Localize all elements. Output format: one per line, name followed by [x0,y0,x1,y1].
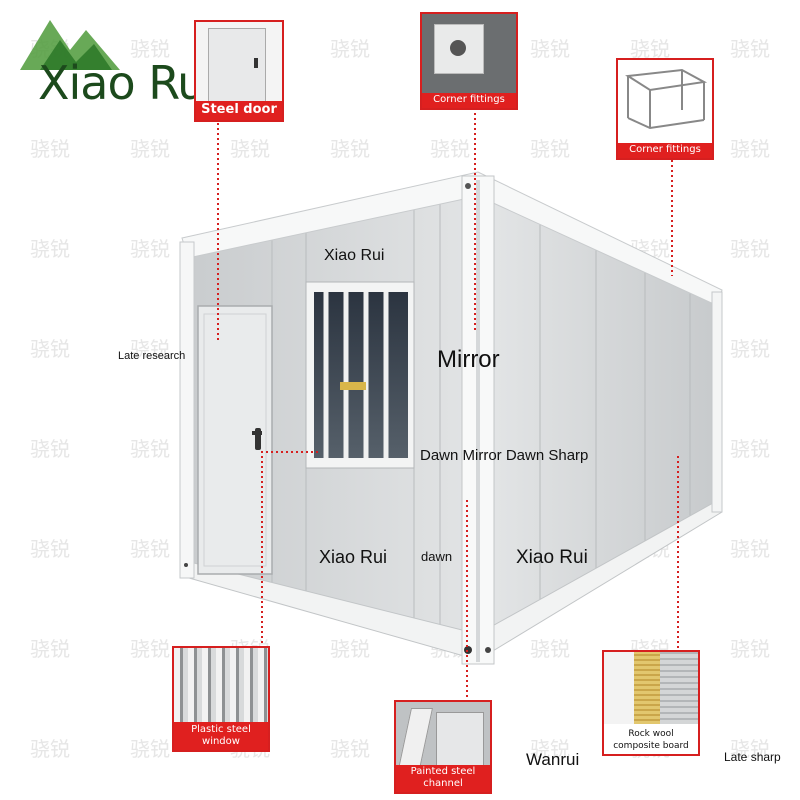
watermark-glyph: 骁锐 [530,37,570,61]
watermark-glyph: 骁锐 [30,537,70,561]
watermark-glyph: 骁锐 [730,737,770,761]
label-wanrui: Wanrui [526,750,580,769]
watermark-glyph: 骁锐 [130,237,170,261]
watermark-glyph: 骁锐 [430,137,470,161]
watermark-glyph: 骁锐 [730,537,770,561]
watermark-glyph: 骁锐 [730,437,770,461]
watermark-glyph: 骁锐 [30,637,70,661]
watermark-glyph: 骁锐 [730,237,770,261]
watermark-glyph: 骁锐 [630,37,670,61]
watermark-glyph: 骁锐 [730,137,770,161]
window-bars [323,292,389,458]
callout-corner-fittings-top: Corner fittings [420,12,518,110]
watermark-glyph: 骁锐 [530,737,570,761]
watermark-glyph: 骁锐 [130,37,170,61]
watermark-glyph: 骁锐 [30,737,70,761]
brand-logo-text: Xiao Rui [38,56,218,110]
brand-logo [12,12,192,112]
mountain-logo-icon [20,20,120,70]
callout-painted-steel-channel-label: Painted steel channel [396,765,490,792]
watermark-glyph: 骁锐 [330,637,370,661]
watermark-glyph: 骁锐 [30,237,70,261]
callout-plastic-steel-window: Plastic steel window [172,646,270,752]
watermark-glyph: 骁锐 [130,537,170,561]
watermark-glyph: 骁锐 [530,637,570,661]
frame-skeleton-icon [625,68,708,130]
callout-plastic-steel-window-label: Plastic steel window [174,722,268,750]
callout-corner-fittings-right: Corner fittings [616,58,714,160]
watermark-glyph: 骁锐 [130,437,170,461]
callout-painted-steel-channel: Painted steel channel [394,700,492,794]
watermark-glyph: 骁锐 [730,337,770,361]
watermark-glyph: 骁锐 [130,137,170,161]
watermark-glyph: 骁锐 [330,137,370,161]
label-dawn-mirror-dawn-sharp: Dawn Mirror Dawn Sharp [420,447,589,464]
watermark-glyph: 骁锐 [330,737,370,761]
watermark-glyph: 骁锐 [30,337,70,361]
callout-rock-wool-board: Rock wool composite board [602,650,700,756]
watermark-glyph: 骁锐 [130,737,170,761]
watermark-glyph: 骁锐 [130,637,170,661]
watermark-glyph: 骁锐 [30,437,70,461]
corner-post-left [179,241,195,579]
callout-corner-fittings-right-label: Corner fittings [618,143,712,158]
corner-post-right [711,291,723,513]
label-xiao-rui-left: Xiao Rui [319,547,388,567]
label-late-research: Late research [118,350,186,362]
watermark-glyph: 骁锐 [730,637,770,661]
watermark-glyph: 骁锐 [130,337,170,361]
leader-lines [217,108,679,700]
watermark-glyph: 骁锐 [730,37,770,61]
label-mirror: Mirror [437,346,500,373]
callout-rock-wool-board-label: Rock wool composite board [604,728,698,754]
label-xiao-rui-top: Xiao Rui [324,247,385,264]
watermark-glyph: 骁锐 [530,137,570,161]
callout-corner-fittings-top-label: Corner fittings [422,93,516,108]
label-dawn: dawn [421,549,453,564]
watermark-glyph: 骁锐 [230,137,270,161]
callout-steel-door: Steel door [194,20,284,122]
callout-steel-door-label: Steel door [196,101,282,120]
side-wall [478,188,718,648]
label-late-sharp: Late sharp [724,750,781,764]
label-xiao-rui-right: Xiao Rui [516,547,588,568]
watermark-glyph: 骁锐 [30,137,70,161]
watermark-glyph: 骁锐 [330,37,370,61]
